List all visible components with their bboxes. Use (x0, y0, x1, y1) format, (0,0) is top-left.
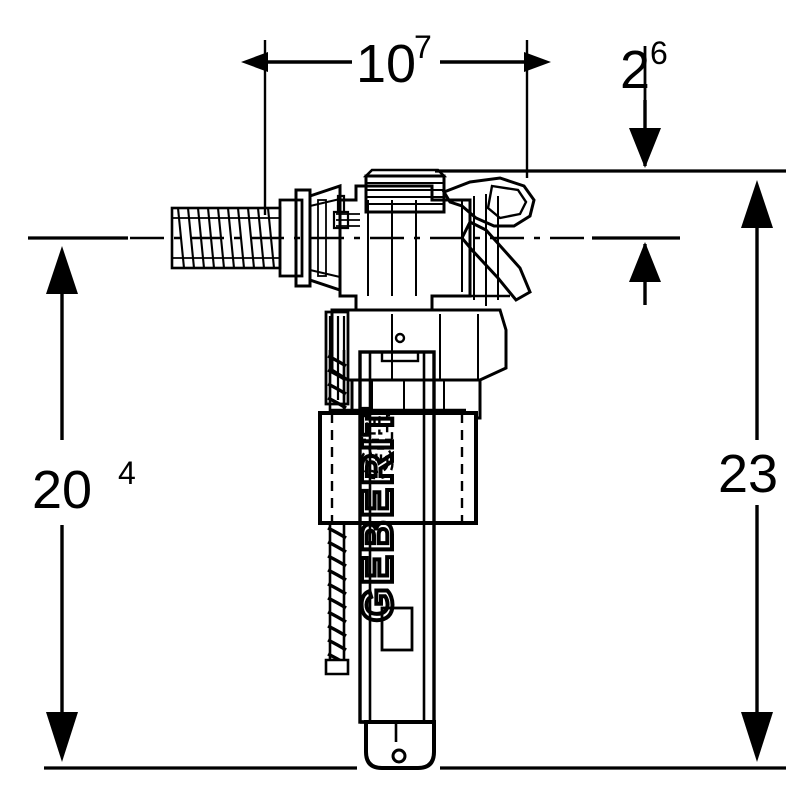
dim-label-offset-main: 2 (620, 40, 650, 100)
bottom-shank (364, 720, 436, 770)
threaded-inlet-shank (170, 198, 304, 278)
float-lever-arm (441, 176, 536, 306)
arrowhead-23-up (741, 180, 773, 228)
dim-label-left-sup: 4 (118, 455, 136, 491)
brand-text-visible: GEBERIT (353, 405, 402, 622)
arrowhead-26-down (629, 128, 661, 168)
arrowhead-23-down (741, 712, 773, 762)
dimension-network (28, 40, 786, 770)
arrowhead-204-up (46, 246, 78, 294)
dim-label-right-main: 23 (718, 444, 778, 504)
valve-assembly: GEBERIT GEBERIT (130, 168, 620, 770)
dim-label-width-main: 10 (356, 34, 416, 94)
dim-label-width-sup: 7 (414, 29, 432, 65)
arrowhead-26-up (629, 242, 661, 282)
adjustment-cap (362, 168, 448, 214)
dim-label-left-main: 20 (32, 460, 92, 520)
dim-label-offset-sup: 6 (650, 35, 668, 71)
arrowhead-204-down (46, 712, 78, 762)
dimension-labels: 10 7 2 6 20 4 23 (32, 29, 778, 520)
float-collar (318, 408, 478, 525)
